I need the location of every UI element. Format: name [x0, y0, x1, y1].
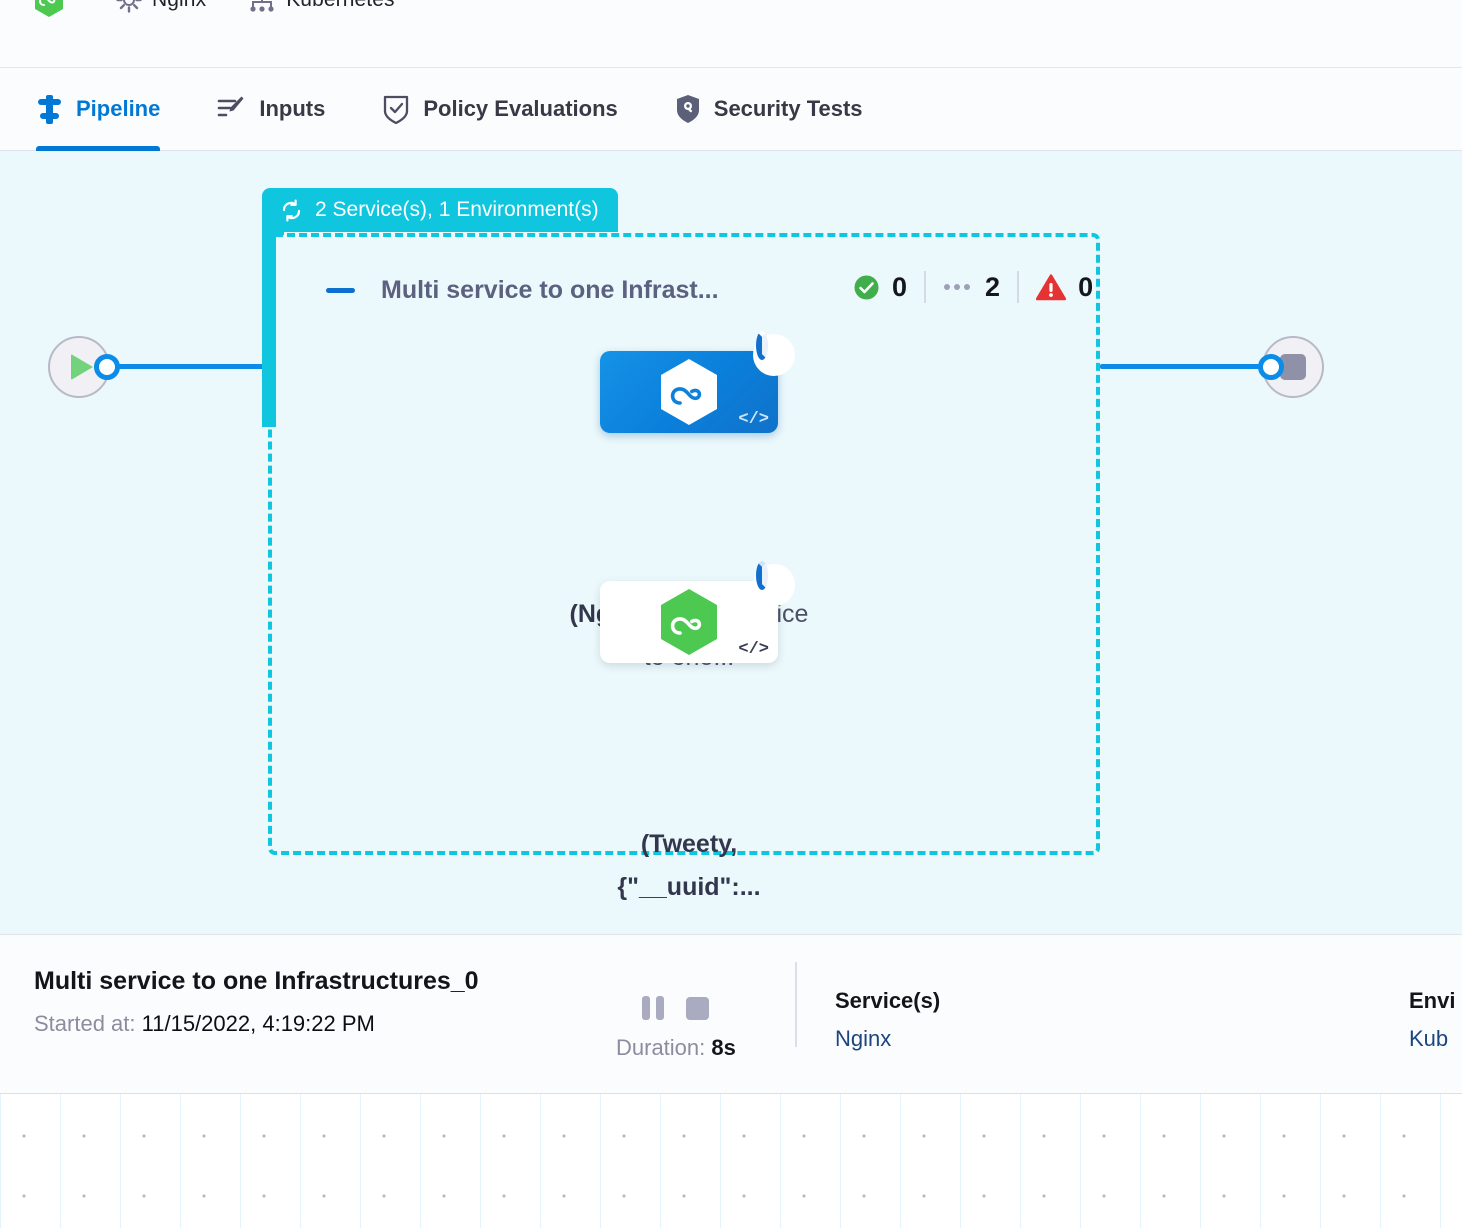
inputs-icon — [218, 96, 244, 117]
tab-label: Inputs — [259, 96, 326, 121]
environments-heading: Envi — [1409, 988, 1456, 1013]
pipeline-end-node[interactable] — [1262, 336, 1324, 398]
code-icon[interactable]: </> — [738, 640, 769, 659]
services-block: Service(s) Nginx — [835, 988, 940, 1052]
infrastructure-icon — [250, 0, 274, 12]
group-title: Multi service to one Infrast... — [381, 276, 719, 304]
dotted-grid-background — [0, 1094, 1462, 1228]
tab-bar: Pipeline Inputs Policy Evaluations — [0, 68, 1462, 151]
pipeline-icon — [38, 94, 61, 124]
step-label-prefix: (Tweety, — [640, 830, 738, 858]
running-dots-icon — [944, 284, 971, 290]
duration-label: Duration: — [616, 1035, 706, 1060]
breadcrumb-item-label: Nginx — [152, 0, 206, 12]
info-divider-services — [795, 962, 797, 1047]
breadcrumb-item-harness[interactable] — [34, 0, 74, 17]
duration-text: Duration: 8s — [616, 1035, 736, 1061]
environments-value[interactable]: Kub — [1409, 1026, 1449, 1051]
status-count-value: 2 — [985, 271, 1001, 302]
success-check-icon — [854, 275, 879, 299]
gear-icon — [116, 0, 142, 13]
running-spinner-badge — [753, 561, 795, 606]
pipeline-start-node[interactable] — [48, 336, 110, 398]
stop-icon — [1280, 354, 1306, 380]
error-warning-icon — [1036, 273, 1067, 300]
environments-block: Envi Kub — [1409, 988, 1455, 1052]
pause-button[interactable] — [642, 996, 665, 1020]
started-at-value: 11/15/2022, 4:19:22 PM — [141, 1011, 375, 1036]
status-count-running: 2 — [926, 272, 1017, 303]
group-badge-label: 2 Service(s), 1 Environment(s) — [315, 198, 599, 221]
status-divider — [924, 271, 927, 303]
step-label-rest: {"__uuid":... — [617, 873, 761, 901]
harness-hexagon-logo-white — [661, 359, 717, 425]
tab-label: Pipeline — [76, 96, 161, 121]
start-node-port[interactable] — [94, 354, 120, 380]
harness-hexagon-logo — [35, 0, 63, 17]
breadcrumb-item-label: Kubernetes — [286, 0, 394, 12]
services-value[interactable]: Nginx — [835, 1026, 892, 1051]
status-divider — [1017, 271, 1020, 303]
security-shield-icon — [676, 95, 699, 123]
loop-repeat-icon — [282, 199, 301, 221]
code-icon[interactable]: </> — [738, 410, 769, 429]
status-count-value: 0 — [1078, 271, 1094, 302]
group-container[interactable] — [268, 233, 1100, 855]
execution-started-at: Started at: 11/15/2022, 4:19:22 PM — [34, 1011, 375, 1037]
tab-security-tests[interactable]: Security Tests — [675, 68, 890, 151]
tab-pipeline[interactable]: Pipeline — [36, 68, 187, 151]
stop-button[interactable] — [686, 996, 710, 1020]
tab-policy-evaluations[interactable]: Policy Evaluations — [382, 68, 644, 151]
wire-start-to-group — [108, 364, 268, 369]
breadcrumb-item-kubernetes[interactable]: Kubernetes — [248, 0, 395, 14]
step-node-tweety[interactable]: </> — [600, 561, 795, 663]
group-bar-joint — [262, 227, 284, 235]
duration-value: 8s — [711, 1035, 736, 1060]
started-at-label: Started at: — [34, 1011, 136, 1036]
wire-group-to-end — [1100, 364, 1272, 369]
play-icon — [71, 354, 93, 380]
group-header[interactable]: Multi service to one Infrast... — [326, 276, 719, 305]
group-badge[interactable]: 2 Service(s), 1 Environment(s) — [262, 188, 618, 232]
running-spinner-badge — [753, 331, 795, 376]
tab-label: Security Tests — [713, 96, 863, 121]
tab-label: Policy Evaluations — [423, 96, 618, 121]
execution-controls — [616, 993, 736, 1023]
step-label-tweety: (Tweety, {"__uuid":... — [564, 823, 814, 909]
collapse-dash-icon[interactable] — [326, 288, 355, 293]
execution-info-panel: Multi service to one Infrastructures_0 S… — [0, 934, 1462, 1094]
status-count-success: 0 — [836, 272, 924, 303]
pipeline-canvas[interactable]: 2 Service(s), 1 Environment(s) Multi ser… — [0, 151, 1462, 934]
breadcrumb-item-nginx[interactable]: Nginx — [116, 0, 206, 14]
status-count-value: 0 — [892, 271, 908, 302]
tab-inputs[interactable]: Inputs — [217, 68, 352, 151]
services-heading: Service(s) — [835, 988, 941, 1013]
end-node-port[interactable] — [1258, 354, 1284, 380]
execution-title: Multi service to one Infrastructures_0 — [34, 967, 479, 995]
status-count-error: 0 — [1019, 272, 1110, 303]
breadcrumb: Nginx Kubernetes — [0, 0, 1462, 68]
status-counts: 0 2 0 — [836, 271, 1110, 303]
harness-hexagon-logo-green — [661, 589, 717, 655]
policy-shield-check-icon — [384, 95, 409, 124]
duration-block: Duration: 8s — [616, 993, 736, 1061]
step-node-nginx[interactable]: </> — [600, 331, 795, 433]
